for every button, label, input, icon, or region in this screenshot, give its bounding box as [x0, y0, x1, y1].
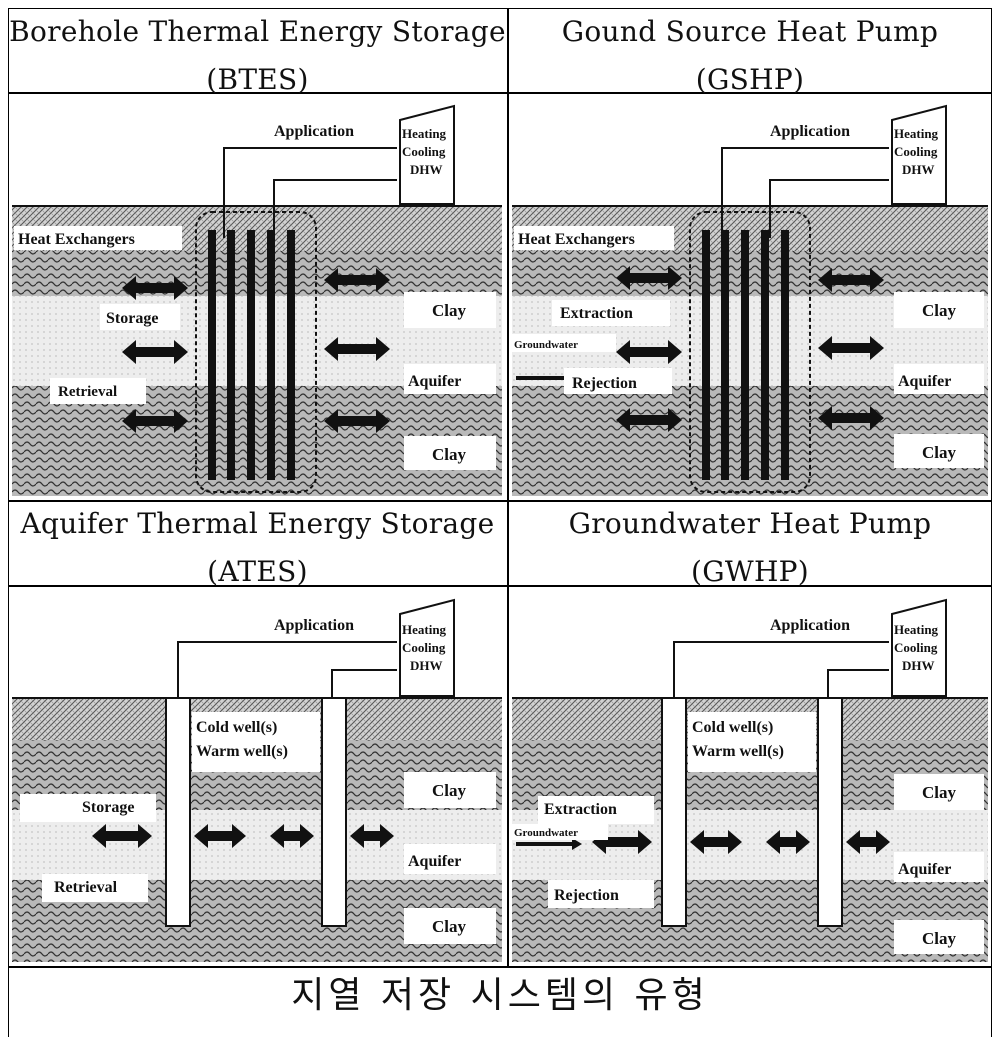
- svg-text:Retrieval: Retrieval: [58, 384, 117, 400]
- btes-diagram: Heating Cooling DHW Application Heat Exc…: [12, 96, 502, 496]
- svg-text:Warm well(s): Warm well(s): [196, 743, 288, 760]
- svg-text:DHW: DHW: [410, 658, 443, 673]
- panel-title: Aquifer Thermal Energy Storage(ATES): [8, 500, 507, 596]
- svg-text:Extraction: Extraction: [560, 305, 633, 322]
- svg-text:Clay: Clay: [432, 917, 467, 936]
- svg-text:Clay: Clay: [432, 301, 467, 320]
- svg-text:Cold well(s): Cold well(s): [692, 719, 773, 736]
- gshp-diagram: Heating Cooling DHW Application Heat Exc…: [512, 96, 988, 496]
- gwhp-diagram: Heating Cooling DHW Application Cold wel…: [512, 590, 988, 962]
- ates-diagram: Heating Cooling DHW Application Cold wel…: [12, 590, 502, 962]
- svg-text:Heating: Heating: [894, 126, 939, 141]
- svg-text:Clay: Clay: [432, 781, 467, 800]
- figure-caption: 지열 저장 시스템의 유형: [0, 966, 1000, 1026]
- warm-well: [322, 698, 346, 926]
- svg-text:Extraction: Extraction: [544, 801, 617, 818]
- svg-text:Clay: Clay: [922, 301, 957, 320]
- svg-text:Application: Application: [274, 617, 354, 634]
- svg-text:Application: Application: [770, 617, 850, 634]
- svg-text:Rejection: Rejection: [572, 375, 637, 392]
- svg-text:Application: Application: [770, 123, 850, 140]
- clay-layer: [12, 251, 502, 296]
- svg-text:Heating: Heating: [402, 622, 447, 637]
- svg-text:Aquifer: Aquifer: [408, 373, 461, 390]
- cold-well: [166, 698, 190, 926]
- svg-text:Heating: Heating: [894, 622, 939, 637]
- svg-text:Aquifer: Aquifer: [898, 861, 951, 878]
- svg-text:Heat Exchangers: Heat Exchangers: [518, 231, 635, 248]
- svg-text:DHW: DHW: [410, 162, 443, 177]
- svg-text:DHW: DHW: [902, 658, 935, 673]
- panel-title: Groundwater Heat Pump(GWHP): [508, 500, 992, 596]
- svg-text:Rejection: Rejection: [554, 887, 619, 904]
- svg-text:Cooling: Cooling: [402, 144, 446, 159]
- svg-text:Groundwater: Groundwater: [514, 339, 578, 351]
- svg-text:Clay: Clay: [922, 929, 957, 948]
- svg-text:Clay: Clay: [432, 445, 467, 464]
- svg-text:Cooling: Cooling: [894, 640, 938, 655]
- column-divider: [507, 8, 509, 966]
- svg-text:Retrieval: Retrieval: [54, 879, 118, 896]
- svg-text:Heat Exchangers: Heat Exchangers: [18, 231, 135, 248]
- svg-text:Aquifer: Aquifer: [408, 853, 461, 870]
- svg-text:Aquifer: Aquifer: [898, 373, 951, 390]
- svg-text:Cooling: Cooling: [894, 144, 938, 159]
- svg-text:Groundwater: Groundwater: [514, 827, 578, 839]
- svg-text:Cooling: Cooling: [402, 640, 446, 655]
- svg-text:DHW: DHW: [902, 162, 935, 177]
- svg-text:Clay: Clay: [922, 443, 957, 462]
- panel-title: Borehole Thermal Energy Storage(BTES): [8, 8, 507, 104]
- svg-text:Storage: Storage: [106, 310, 158, 327]
- panel-title: Gound Source Heat Pump(GSHP): [508, 8, 992, 104]
- svg-text:Warm well(s): Warm well(s): [692, 743, 784, 760]
- svg-text:Storage: Storage: [82, 799, 134, 816]
- svg-text:Clay: Clay: [922, 783, 957, 802]
- svg-text:Heating: Heating: [402, 126, 447, 141]
- svg-text:Application: Application: [274, 123, 354, 140]
- svg-text:Cold well(s): Cold well(s): [196, 719, 277, 736]
